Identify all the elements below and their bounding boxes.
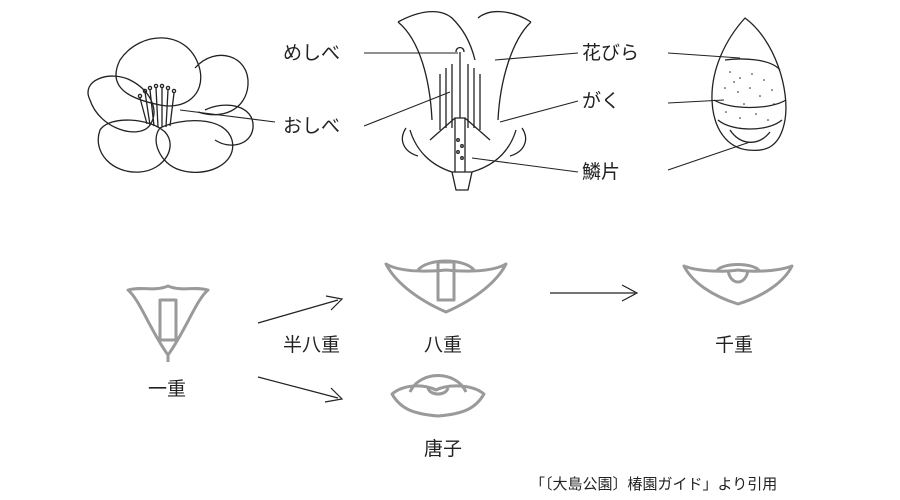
form-formal-double-icon (682, 263, 794, 306)
stamen-label: おしべ (283, 115, 341, 137)
pistil-label: めしべ (283, 42, 341, 64)
cross-section-illustration (397, 11, 532, 191)
bud-texture (724, 71, 775, 121)
arrows (257, 284, 639, 403)
bud-illustration (711, 17, 787, 152)
form-karako-icon (390, 374, 486, 418)
open-flower-illustration (87, 37, 254, 174)
sepal-label: がく (582, 90, 621, 112)
leader-lines (179, 52, 751, 173)
form-semi-double-icon (384, 259, 508, 314)
form-double-label: 八重 (424, 334, 463, 356)
petal-label: 花びら (582, 42, 640, 64)
form-single-icon (126, 284, 210, 362)
form-single-label: 一重 (148, 378, 187, 400)
form-semi-double-label: 半八重 (283, 334, 341, 356)
source-citation: 「〔大島公園〕椿園ガイド」より引用 (530, 475, 778, 493)
form-karako-label: 唐子 (424, 438, 463, 460)
bract-label: 鱗片 (582, 161, 621, 183)
form-formal-double-label: 千重 (715, 334, 754, 356)
